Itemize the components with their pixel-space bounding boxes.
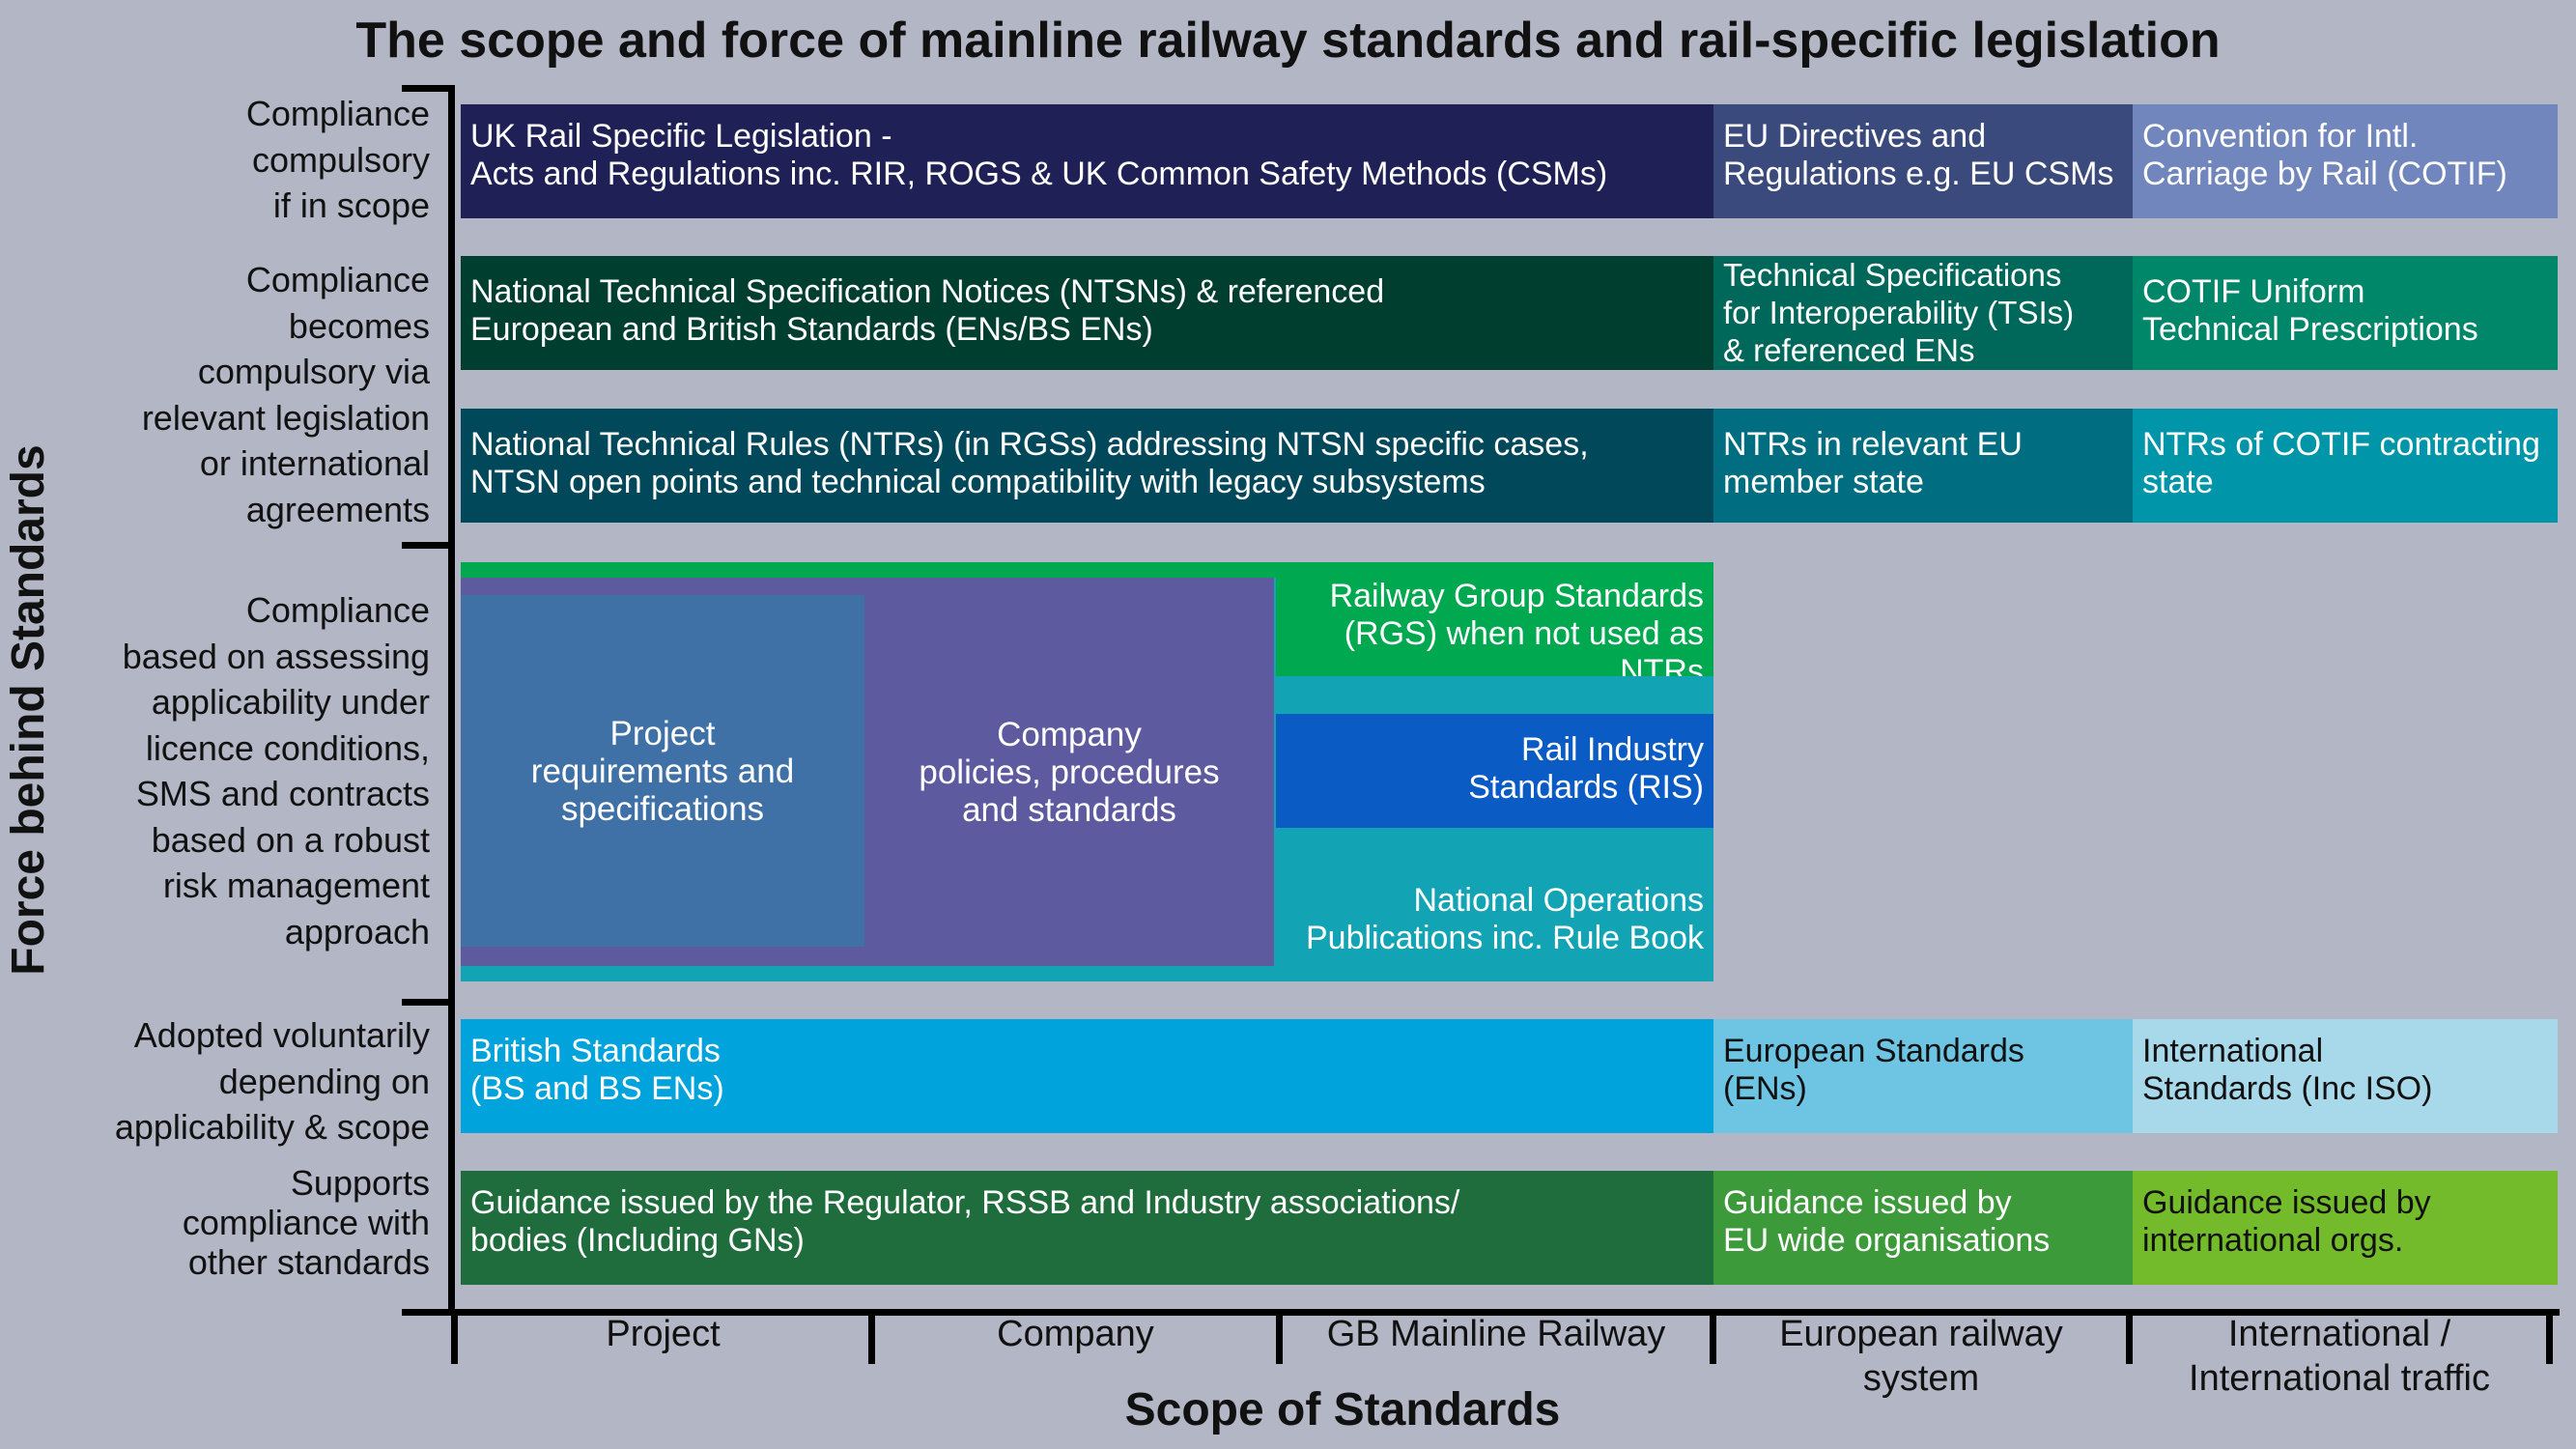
y-axis-tick — [402, 1309, 455, 1316]
nop-box: National Operations Publications inc. Ru… — [1276, 867, 1713, 981]
rgs-box: Railway Group Standards (RGS) when not u… — [1276, 562, 1713, 676]
scope-international: International / International traffic — [2189, 1314, 2490, 1399]
ntr-cotif-box: NTRs of COTIF contracting state — [2133, 409, 2558, 523]
y-axis-label: Force behind Standards — [3, 444, 54, 976]
y-axis-tick — [402, 999, 455, 1006]
scope-gb-mainline: GB Mainline Railway — [1326, 1314, 1666, 1354]
project-requirements-box: Project requirements and specifications — [461, 595, 864, 947]
y-axis-tick — [402, 85, 455, 92]
x-axis-tick — [2126, 1309, 2133, 1364]
european-standards-box: European Standards (ENs) — [1713, 1019, 2133, 1133]
x-axis-label: Scope of Standards — [1124, 1384, 1561, 1435]
tsi-box: Technical Specifications for Interoperab… — [1713, 256, 2133, 370]
cotif-convention-box: Convention for Intl. Carriage by Rail (C… — [2133, 104, 2558, 218]
guidance-uk-box: Guidance issued by the Regulator, RSSB a… — [461, 1171, 1713, 1285]
uk-legislation-box: UK Rail Specific Legislation - Acts and … — [461, 104, 1713, 218]
international-standards-box: International Standards (Inc ISO) — [2133, 1019, 2558, 1133]
x-axis-tick — [868, 1309, 875, 1364]
guidance-eu-box: Guidance issued by EU wide organisations — [1713, 1171, 2133, 1285]
ntsn-box: National Technical Specification Notices… — [461, 256, 1713, 370]
y-axis-line — [448, 87, 455, 1316]
force-level-3: Compliance based on assessing applicabil… — [122, 590, 430, 952]
cotif-utp-box: COTIF Uniform Technical Prescriptions — [2133, 256, 2558, 370]
british-standards-box: British Standards (BS and BS ENs) — [461, 1019, 1713, 1133]
scope-european: European railway system — [1779, 1314, 2063, 1399]
x-axis-tick — [1276, 1309, 1283, 1364]
ntr-eu-box: NTRs in relevant EU member state — [1713, 409, 2133, 523]
force-level-5: Supports compliance with other standards — [182, 1163, 430, 1282]
scope-company: Company — [997, 1314, 1154, 1354]
x-axis-line — [448, 1309, 2560, 1316]
guidance-intl-box: Guidance issued by international orgs. — [2133, 1171, 2558, 1285]
ntr-box: National Technical Rules (NTRs) (in RGSs… — [461, 409, 1713, 523]
diagram-title: The scope and force of mainline railway … — [355, 13, 2221, 69]
force-level-2: Compliance becomes compulsory via releva… — [141, 260, 430, 529]
scope-project: Project — [606, 1314, 721, 1354]
force-level-4: Adopted voluntarily depending on applica… — [114, 1015, 430, 1147]
y-axis-tick — [402, 542, 455, 549]
company-policies-box: Company policies, procedures and standar… — [864, 578, 1274, 966]
x-axis-tick — [2546, 1309, 2553, 1364]
force-level-1: Compliance compulsory if in scope — [245, 94, 430, 225]
eu-directives-box: EU Directives and Regulations e.g. EU CS… — [1713, 104, 2133, 218]
x-axis-tick — [1710, 1309, 1716, 1364]
ris-box: Rail Industry Standards (RIS) — [1276, 714, 1713, 828]
x-axis-tick — [451, 1309, 458, 1364]
